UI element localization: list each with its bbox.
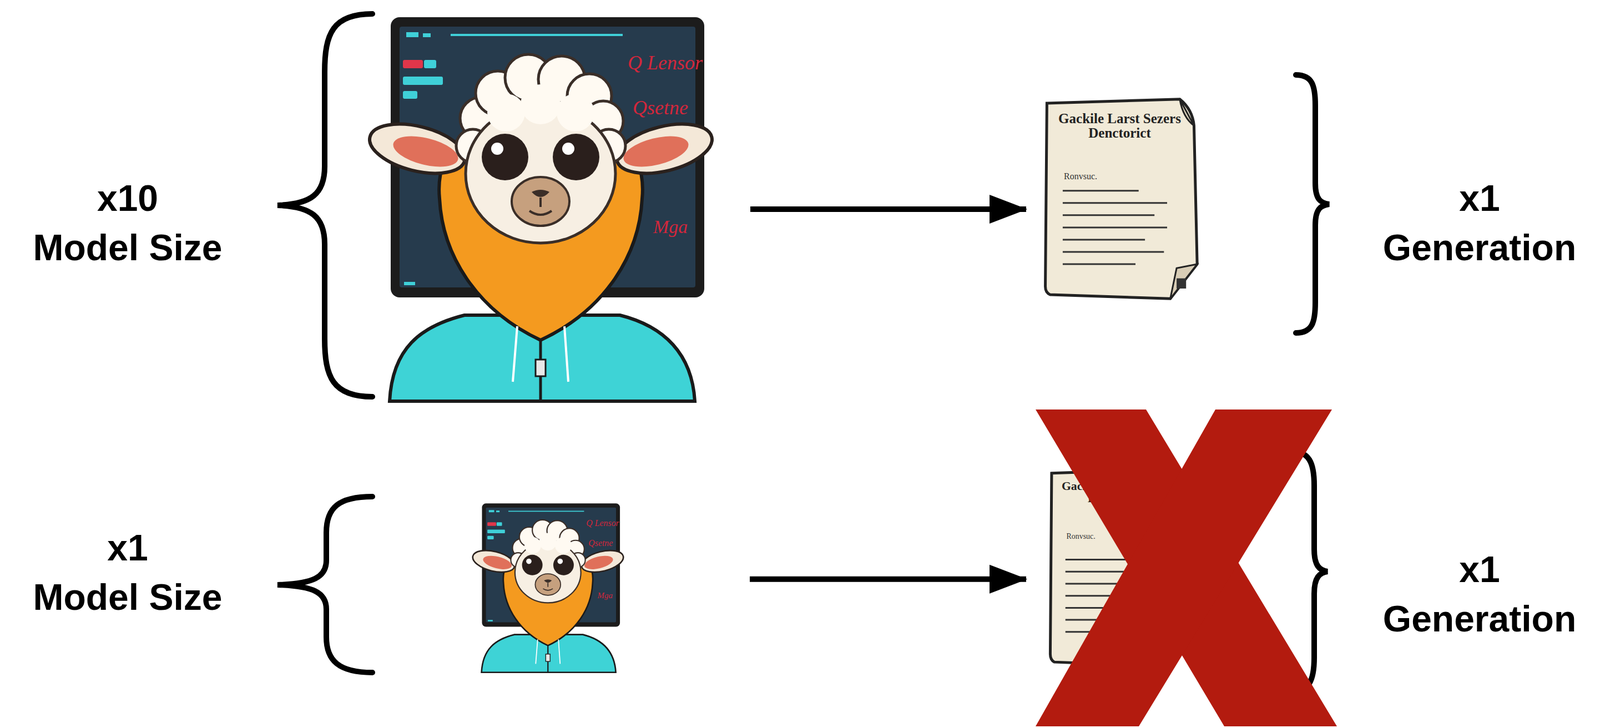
text-rule xyxy=(1062,202,1168,204)
lock-icon xyxy=(1164,645,1173,656)
llama-illustration xyxy=(364,17,718,402)
screen-text: Qsetne xyxy=(632,96,689,120)
document-heading: Gackile Larst Sezers Denctorict xyxy=(1055,480,1174,506)
text-rule xyxy=(1065,558,1132,561)
scale-label: x1 Model Size xyxy=(32,523,222,623)
text-rule xyxy=(1065,607,1138,609)
text-rule xyxy=(1062,238,1145,241)
text-rule xyxy=(1065,619,1154,622)
screen-text: Qsetne xyxy=(588,538,613,549)
paper-curl xyxy=(1179,99,1195,126)
screen-text: Q Lensor xyxy=(627,51,703,75)
document-text: Ronvsuc. xyxy=(1066,532,1096,542)
paper-fold xyxy=(1170,264,1198,299)
curly-brace xyxy=(277,496,373,673)
screen-text: Mga xyxy=(653,216,688,238)
screen-text: Mga xyxy=(597,591,613,601)
paper-fold xyxy=(1158,632,1183,667)
curly-brace xyxy=(1288,450,1328,693)
document-heading: Gackile Larst Sezers Denctorict xyxy=(1051,111,1188,141)
llama-screen-node: Q LensorQsetneMga xyxy=(367,15,751,402)
scale-label: x1 Generation xyxy=(1383,173,1577,273)
text-rule xyxy=(1065,631,1129,633)
llama-illustration xyxy=(470,503,626,673)
text-rule xyxy=(1062,250,1164,253)
paper-outline xyxy=(1045,99,1198,300)
text-rule xyxy=(1062,214,1155,216)
llama-screen-node: Q LensorQsetneMga xyxy=(471,502,750,673)
flow-arrow xyxy=(750,206,1027,213)
curly-brace xyxy=(1295,74,1330,333)
document-text: Ronvsuc. xyxy=(1063,171,1098,182)
cross-mark xyxy=(1035,409,1337,727)
text-rule xyxy=(1062,226,1168,229)
text-rule xyxy=(1065,594,1157,597)
text-rule xyxy=(1065,582,1146,585)
text-rule xyxy=(1062,189,1139,192)
scale-label: x1 Generation xyxy=(1383,544,1577,644)
scale-label: x10 Model Size xyxy=(32,173,222,273)
lock-icon xyxy=(1176,278,1186,289)
curly-brace xyxy=(277,13,373,397)
screen-text: Q Lensor xyxy=(586,518,619,529)
document-node: Gackile Larst Sezers DenctorictRonvsuc. xyxy=(1046,467,1184,669)
document-node: Gackile Larst Sezers DenctorictRonvsuc. xyxy=(1040,97,1199,301)
text-rule xyxy=(1065,571,1157,573)
paper-outline xyxy=(1050,469,1183,667)
paper-curl xyxy=(1167,469,1180,496)
flow-arrow xyxy=(749,576,1027,583)
text-rule xyxy=(1062,263,1136,265)
